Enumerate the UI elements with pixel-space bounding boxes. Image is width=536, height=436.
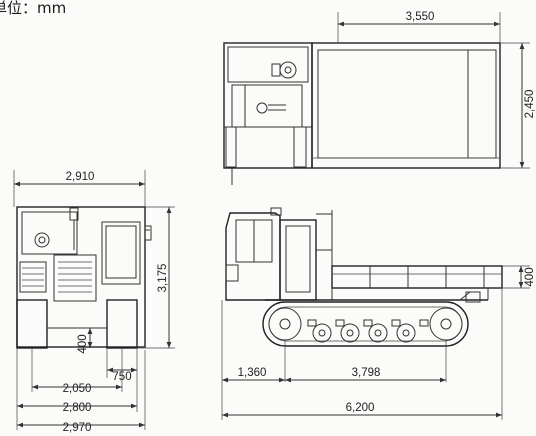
- dimension-side-overall-length: 6,200: [222, 402, 502, 418]
- dimension-side-front-overhang: 1,360: [222, 367, 285, 383]
- side-view: [221, 207, 530, 420]
- dimension-top-width: 2,450: [519, 43, 536, 168]
- dimension-front-track-width: 750: [107, 367, 137, 383]
- dim-front-width-2800-label: 2,800: [63, 402, 92, 414]
- dimension-side-wheelbase: 3,798: [285, 367, 446, 383]
- dimension-front-ground-clearance: 400: [77, 328, 93, 354]
- dim-top-width-label: 2,450: [524, 90, 536, 119]
- front-view: [13, 170, 175, 430]
- dimension-top-length: 3,550: [338, 11, 500, 27]
- dim-top-length-label: 3,550: [406, 11, 435, 23]
- dim-front-ground-clearance-label: 400: [77, 334, 89, 353]
- dim-front-track-width-label: 750: [112, 371, 131, 383]
- dimension-front-width-2800: 2,800: [17, 402, 137, 414]
- dimension-front-height: 3,175: [157, 207, 172, 348]
- dim-side-wheelbase-label: 3,798: [352, 367, 381, 379]
- top-view: [223, 12, 530, 185]
- dimension-front-overall-width: 2,910: [14, 171, 145, 187]
- dimension-front-width-2970: 2,970: [17, 422, 145, 434]
- dim-front-overall-width-label: 2,910: [66, 171, 95, 183]
- dim-front-gauge-label: 2,050: [63, 383, 92, 395]
- dim-front-height-label: 3,175: [157, 264, 169, 293]
- dim-side-bed-height-label: 400: [524, 267, 536, 286]
- dimension-front-gauge: 2,050: [32, 383, 122, 395]
- dimension-side-bed-height: 400: [518, 266, 536, 288]
- unit-label: 単位：mm: [0, 0, 67, 17]
- dim-side-overall-length-label: 6,200: [346, 402, 375, 414]
- dim-front-width-2970-label: 2,970: [63, 422, 92, 434]
- dim-side-front-overhang-label: 1,360: [238, 367, 267, 379]
